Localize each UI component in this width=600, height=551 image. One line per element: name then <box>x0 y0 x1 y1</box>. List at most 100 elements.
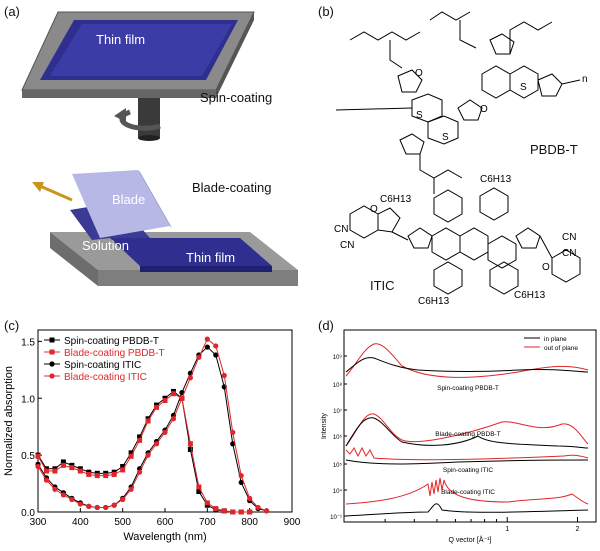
y-axis-label: Intensity <box>321 412 328 439</box>
data-point <box>213 343 219 349</box>
y-tick-label: 1.0 <box>21 394 35 405</box>
data-point <box>137 434 143 440</box>
data-point <box>35 463 41 470</box>
solution-label: Solution <box>82 238 129 253</box>
atom-o-3: O <box>370 204 378 215</box>
y-tick-label: 0.0 <box>21 508 35 519</box>
data-point <box>204 500 210 506</box>
x-tick-label: 1 <box>505 526 509 533</box>
data-point <box>238 509 244 515</box>
data-point <box>196 489 202 495</box>
x-tick-label: 300 <box>30 517 47 528</box>
atom-s-1: S <box>416 110 423 121</box>
c6h13-4: C6H13 <box>514 290 546 301</box>
c6h13-2: C6H13 <box>480 174 512 185</box>
data-point <box>69 496 75 503</box>
x-tick-label: 900 <box>284 517 300 528</box>
spin-coating-illustration <box>21 11 298 286</box>
data-point <box>128 486 134 492</box>
series-line <box>37 390 250 513</box>
data-point <box>111 502 117 508</box>
data-point <box>60 462 66 468</box>
data-point <box>43 468 49 474</box>
legend-label: Blade-coating PBDB-T <box>64 348 165 359</box>
x-axis-label: Q vector [Å⁻¹] <box>449 535 492 544</box>
data-point <box>170 391 176 397</box>
itic-label: ITIC <box>370 278 395 293</box>
data-point <box>94 473 100 479</box>
data-point <box>221 508 227 514</box>
data-point <box>170 416 177 422</box>
x-tick-label: 600 <box>157 517 174 528</box>
data-point <box>230 441 236 447</box>
cn-left: CN <box>334 224 348 235</box>
pbdb-t-label: PBDB-T <box>530 142 578 157</box>
atom-s-3: S <box>520 82 527 93</box>
series-line <box>345 417 589 449</box>
legend-marker <box>49 337 55 343</box>
data-point <box>196 484 202 490</box>
data-point <box>35 453 41 459</box>
data-point <box>94 504 100 511</box>
series-line <box>345 343 589 378</box>
series-line <box>345 477 589 505</box>
nc-right: CN <box>562 248 576 259</box>
legend-label: out of plane <box>544 345 578 352</box>
data-point <box>111 471 117 477</box>
data-point <box>145 418 151 424</box>
data-point <box>162 429 168 435</box>
atom-o-4: O <box>542 262 550 273</box>
panel-d-label: (d) <box>318 318 334 333</box>
series-line <box>37 346 267 512</box>
series-line <box>37 393 250 513</box>
data-point <box>255 504 261 511</box>
curve-annotation: Blade-coating PBDB-T <box>435 431 500 438</box>
data-point <box>103 504 109 511</box>
data-point <box>52 468 58 474</box>
data-point <box>145 452 151 458</box>
panel-b-label: (b) <box>318 4 334 19</box>
c6h13-1: C6H13 <box>380 194 412 205</box>
blade-film-label: Thin film <box>186 250 236 265</box>
legend-label: Spin-coating PBDB-T <box>64 336 159 347</box>
legend-label: Spin-coating ITIC <box>64 360 141 371</box>
plot-frame <box>343 329 597 523</box>
y-tick-label: 10⁵ <box>333 462 343 469</box>
data-point <box>60 492 66 498</box>
blade-label: Blade <box>112 192 146 207</box>
legend-marker <box>49 361 55 367</box>
data-point <box>238 473 244 479</box>
data-point <box>153 441 160 447</box>
series-line <box>37 338 267 512</box>
series-line <box>345 446 589 461</box>
series-line <box>345 503 589 517</box>
curve-annotation: Spin-coating PBDB-T <box>437 385 499 392</box>
data-point <box>77 468 83 474</box>
data-point <box>137 469 143 475</box>
data-point <box>247 495 253 501</box>
data-point <box>187 441 193 447</box>
x-tick-label: 700 <box>199 517 216 528</box>
y-tick-label: 10⁻¹ <box>330 515 342 521</box>
blade-coating-label: Blade-coating <box>192 180 272 195</box>
data-point <box>204 344 210 350</box>
cn-right: CN <box>562 232 576 243</box>
series-line <box>345 413 589 447</box>
panel-a-label: (a) <box>4 4 20 19</box>
data-point <box>213 352 219 358</box>
atom-o-1: O <box>415 68 423 79</box>
data-point <box>43 477 50 483</box>
nc-left: CN <box>340 240 354 251</box>
data-point <box>187 446 193 452</box>
data-point <box>230 509 236 515</box>
chemical-structures: O O S S S n O CN CN CN CN O C6H13 C6H13 … <box>334 11 588 305</box>
y-tick-label: 10⁶ <box>333 434 343 441</box>
data-point <box>221 372 227 379</box>
spin-film-label: Thin film <box>96 32 146 47</box>
data-point <box>230 429 236 435</box>
y-tick-label: 10⁷ <box>333 408 342 415</box>
data-point <box>128 450 134 456</box>
data-point <box>247 509 253 515</box>
x-tick-label: 2 <box>576 526 580 533</box>
